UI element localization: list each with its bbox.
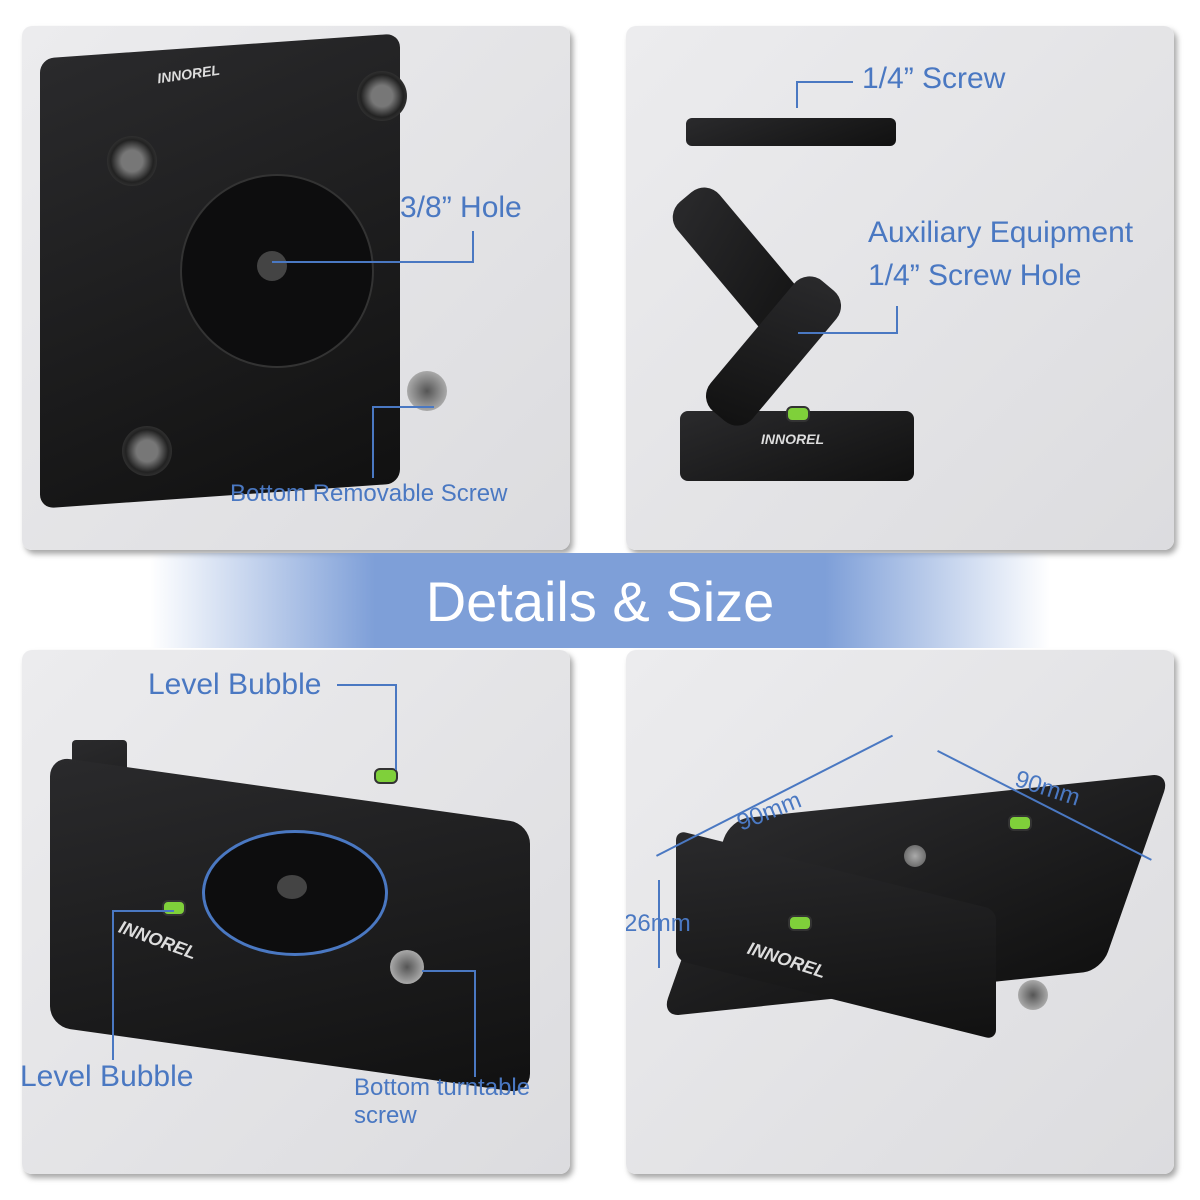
hole-leader (272, 231, 474, 263)
level-top-leader (337, 684, 397, 770)
level-top-label: Level Bubble (148, 668, 322, 701)
banner-title: Details & Size (425, 570, 775, 633)
level-bubble (162, 900, 186, 916)
panel-side-view: INNOREL 1/4” Screw Auxiliary Equipment 1… (626, 26, 1174, 550)
turntable-leader (422, 970, 476, 1077)
rubber-foot (107, 136, 157, 186)
level-bubble (1008, 815, 1032, 831)
product-top-plate (686, 118, 896, 146)
section-banner: Details & Size (150, 553, 1050, 648)
aux-label-line1: Auxiliary Equipment (868, 216, 1134, 249)
turntable-label-line2: screw (354, 1102, 417, 1129)
screw-label: 1/4” Screw (862, 62, 1006, 95)
hole-icon (257, 251, 287, 281)
screw-leader (372, 406, 434, 478)
level-bubble (374, 768, 398, 784)
level-bottom-leader (112, 910, 174, 1060)
height-label: 26mm (626, 910, 691, 937)
screw-leader (796, 81, 853, 108)
height-dim-line (658, 880, 660, 968)
level-bottom-label: Level Bubble (22, 1060, 194, 1093)
rubber-foot (122, 426, 172, 476)
bottom-screw-label: Bottom Removable Screw (230, 480, 508, 507)
turntable-label-line1: Bottom turntable (354, 1074, 531, 1101)
aux-label-line2: 1/4” Screw Hole (868, 259, 1082, 292)
panel-turntable-view: INNOREL Level Bubble Level Bubble Bottom… (22, 650, 570, 1174)
panel-bottom-view: INNOREL 3/8” Hole Bottom Removable Screw (22, 26, 570, 550)
mount-screw (904, 845, 926, 867)
hole-icon (277, 875, 307, 899)
hole-label: 3/8” Hole (400, 191, 522, 224)
turntable-screw (390, 950, 424, 984)
rubber-foot (357, 71, 407, 121)
aux-leader (798, 306, 898, 334)
level-bubble (788, 915, 812, 931)
product-base (680, 411, 914, 481)
level-bubble (786, 406, 810, 422)
panel-size-view: INNOREL 90mm 90mm 26mm (626, 650, 1174, 1174)
removable-screw (407, 371, 447, 411)
knob-screw (1018, 980, 1048, 1010)
brand-logo: INNOREL (761, 431, 824, 447)
